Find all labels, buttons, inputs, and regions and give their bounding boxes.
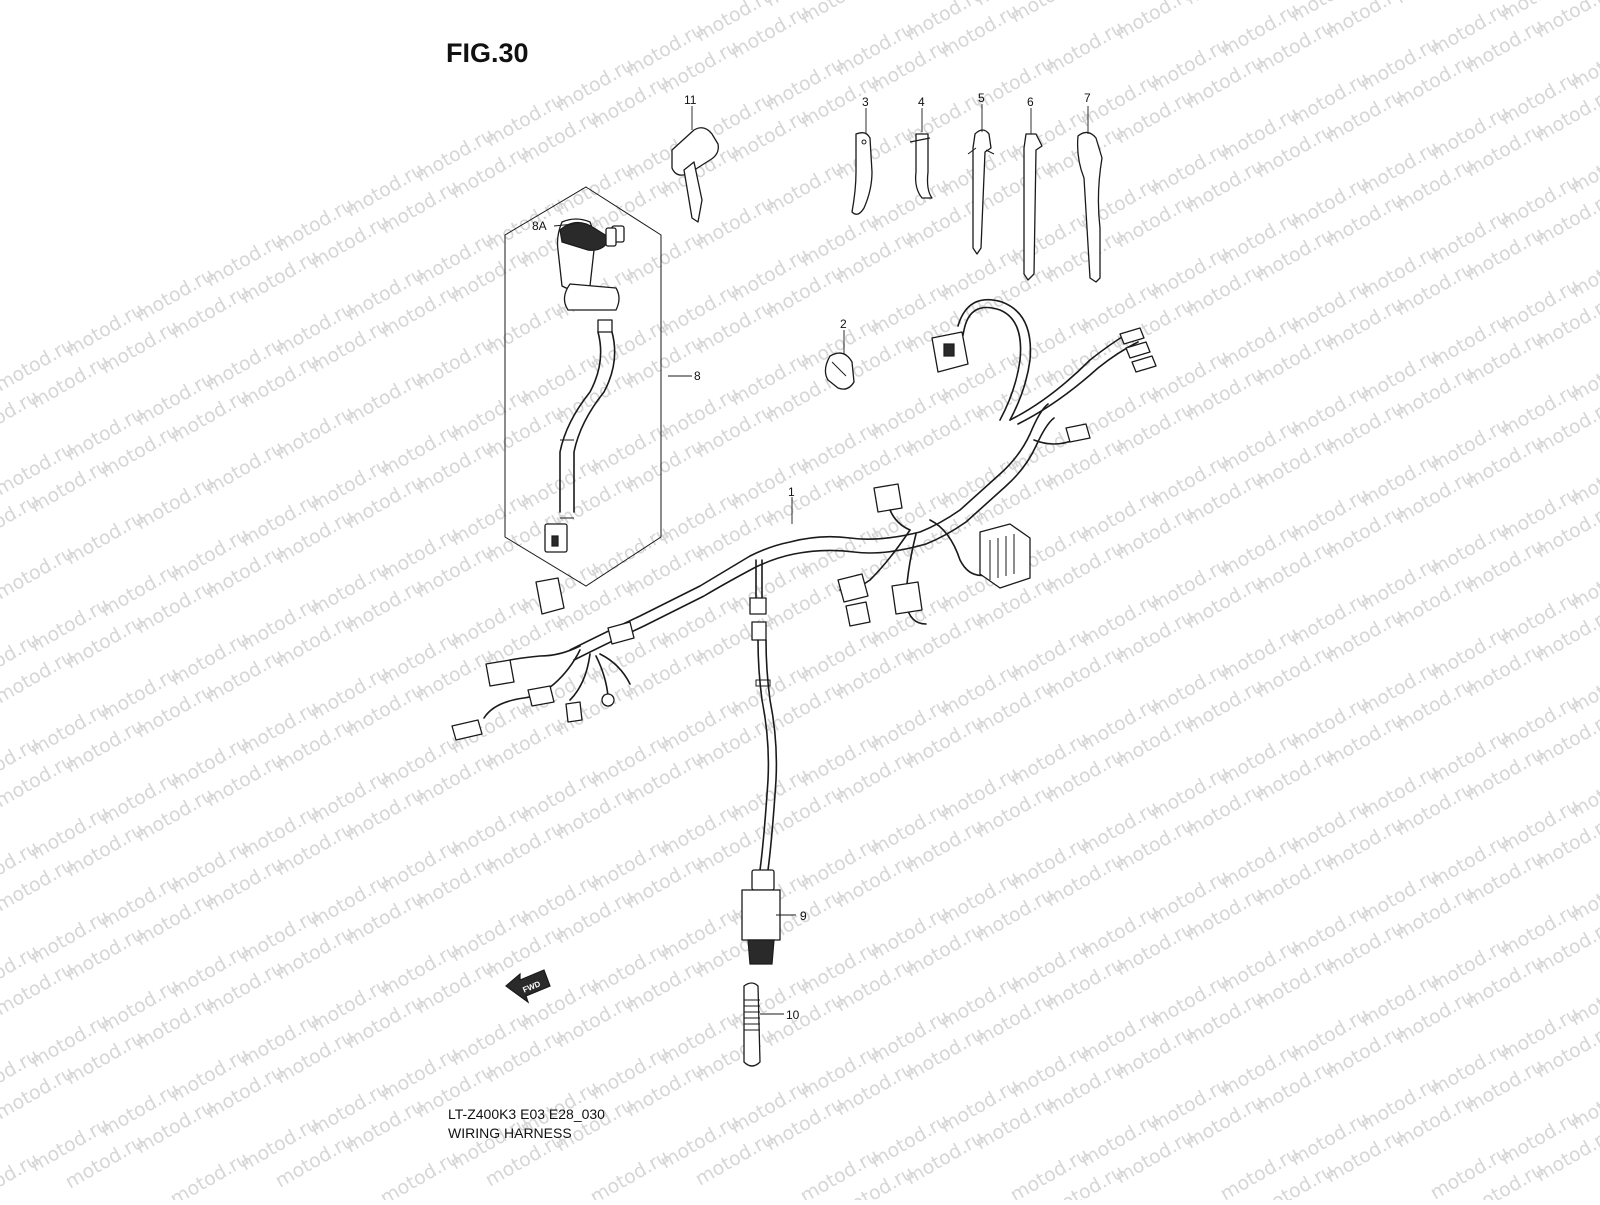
drop-connector-top <box>750 598 766 614</box>
watermark-text: motod.ru <box>1322 0 1408 43</box>
left-small-plug <box>566 702 582 722</box>
watermark-text: motod.ru <box>797 0 883 28</box>
watermark-text: motod.ru <box>1182 0 1268 9</box>
watermark-text: motod.ru <box>1532 0 1600 42</box>
center-connector-top <box>874 484 902 512</box>
watermark-text: motod.ru <box>1567 448 1600 511</box>
watermark-text: motod.ru <box>1567 656 1600 719</box>
callout-2: 2 <box>840 317 847 331</box>
watermark-text: motod.ru <box>1567 1072 1600 1135</box>
callout-11: 11 <box>684 93 697 107</box>
callout-10: 10 <box>786 1008 800 1022</box>
forward-arrow: FWD <box>506 970 550 1002</box>
figure-code: LT-Z400K3 E03 E28_030 <box>448 1106 605 1122</box>
sensor-collar <box>752 870 774 890</box>
regulator-connector <box>980 524 1030 588</box>
callout-8: 8 <box>694 369 701 383</box>
left-connector-a <box>486 660 514 686</box>
switch-connector-pin <box>552 536 558 546</box>
watermark-text: motod.ru <box>1567 136 1600 199</box>
ground-terminal <box>602 694 614 706</box>
figure-title: FIG.30 <box>446 38 529 69</box>
callout-1: 1 <box>788 485 795 499</box>
callout-4: 4 <box>918 95 925 109</box>
watermark-text: motod.ru <box>1567 552 1600 615</box>
callout-9: 9 <box>800 909 807 923</box>
watermark-text: motod.ru <box>1567 864 1600 927</box>
switch-cable-collar <box>598 320 612 332</box>
callout-7: 7 <box>1084 91 1091 105</box>
watermark-text: motod.ru <box>1112 0 1198 44</box>
mid-connector-b <box>846 602 870 626</box>
right-small-connector <box>1066 424 1090 442</box>
drop-connector-bottom <box>752 622 766 640</box>
sensor-body <box>742 890 780 940</box>
tie-6 <box>1024 134 1042 280</box>
callout-3: 3 <box>862 95 869 109</box>
watermark-text: motod.ru <box>1392 0 1478 8</box>
left-connector-b <box>528 686 554 706</box>
watermark-text: motod.ru <box>1567 32 1600 95</box>
switch-tab-2 <box>606 228 616 246</box>
sensor-tip <box>748 940 774 964</box>
watermark-text: motod.ru <box>1567 760 1600 823</box>
upper-connector-pin <box>944 344 954 356</box>
watermark-text: motod.ru <box>1567 968 1600 1031</box>
callout-5: 5 <box>978 91 985 105</box>
watermark-text: motod.ru <box>1007 0 1093 27</box>
figure-caption: WIRING HARNESS <box>448 1125 572 1141</box>
mid-connector-c <box>892 582 922 614</box>
left-inline-connector <box>608 622 634 644</box>
watermark-text: motod.ru <box>1567 344 1600 407</box>
switch-mount-plate <box>564 284 619 310</box>
watermark-text: motod.ru <box>1567 240 1600 303</box>
callout-6: 6 <box>1027 95 1034 109</box>
callout-8A: 8A <box>532 219 547 233</box>
right-plug-c <box>1132 356 1156 372</box>
